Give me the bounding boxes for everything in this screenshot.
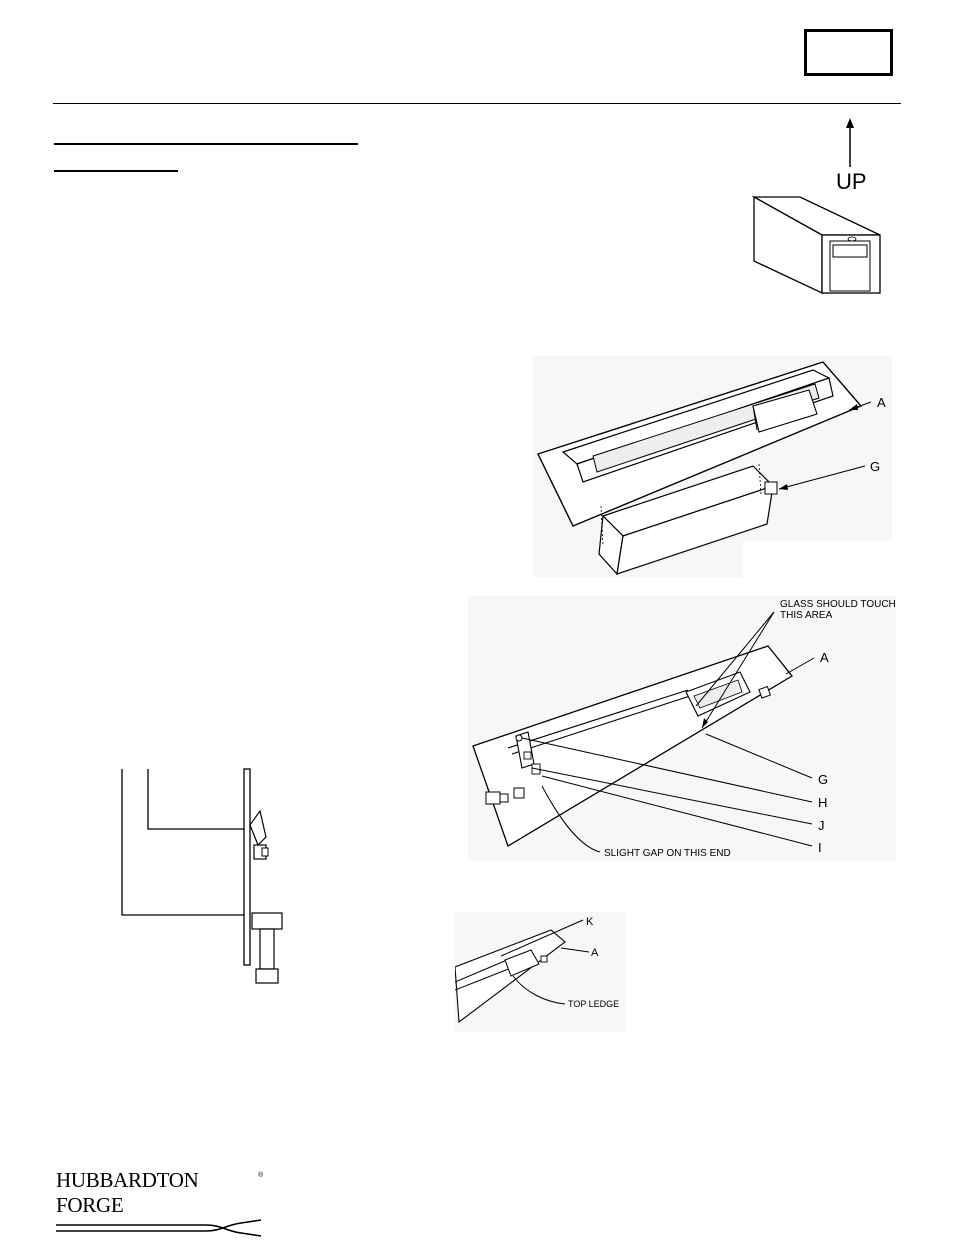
label-i: I: [818, 840, 822, 855]
label-g: G: [870, 459, 880, 474]
header-rule: [53, 103, 901, 104]
label-h: H: [818, 795, 827, 810]
glass-touch-callout-line2: THIS AREA: [780, 610, 833, 621]
figure-bracket-detail: A GLASS SHOULD TOUCH THIS AREA G H J I S…: [468, 596, 896, 861]
label-k: K: [586, 916, 594, 928]
subheading-underline: [54, 170, 178, 172]
label-g-2: G: [818, 772, 828, 787]
registered-mark: ®: [258, 1172, 264, 1179]
label-a-2: A: [820, 650, 829, 665]
figure-side-section: [121, 768, 283, 984]
top-ledge-callout: TOP LEDGE: [568, 999, 619, 1009]
label-a-3: A: [591, 947, 599, 959]
glass-touch-callout-line1: GLASS SHOULD TOUCH: [780, 599, 896, 610]
figure-top-ledge-detail: K A TOP LEDGE: [454, 912, 625, 1032]
figure-shade-assembly: A G: [533, 356, 892, 577]
up-orientation-figure: UP: [751, 118, 881, 295]
logo-tongs-mark: [56, 1219, 262, 1237]
hubbardton-forge-logo: HUBBARDTON FORGE: [56, 1168, 266, 1243]
section-heading-underline: [54, 143, 358, 145]
label-j: J: [818, 818, 825, 833]
up-label: UP: [836, 169, 867, 194]
slight-gap-callout: SLIGHT GAP ON THIS END: [604, 848, 731, 859]
page-number-box: [804, 29, 893, 76]
logo-wordmark: HUBBARDTON FORGE: [56, 1168, 199, 1217]
label-a: A: [877, 395, 886, 410]
